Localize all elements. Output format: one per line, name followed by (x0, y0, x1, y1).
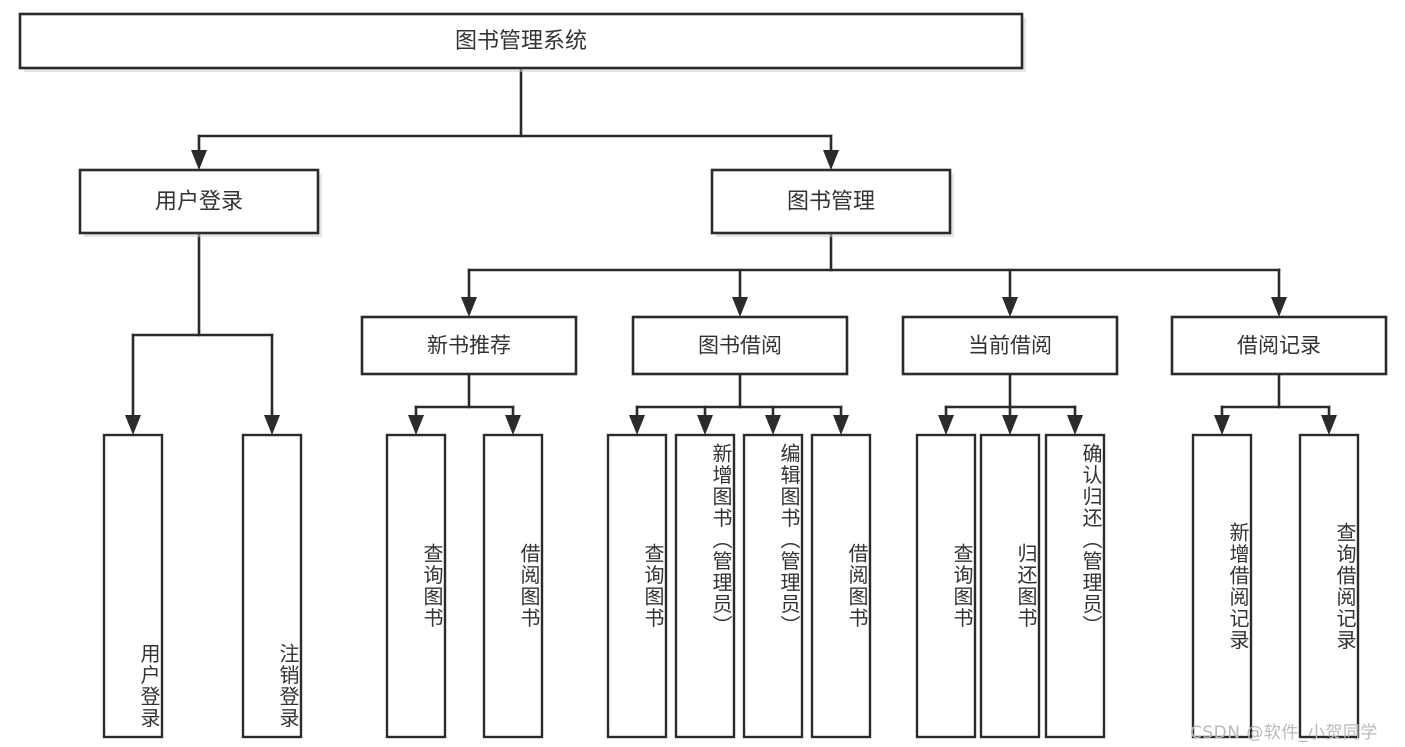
boxes-layer (18, 12, 1388, 739)
node-current-borrow-label: 当前借阅 (968, 334, 1052, 358)
arrow-leaf-borrow-record-0 (1214, 415, 1230, 435)
arrow-leaf-borrow-record-1 (1321, 415, 1337, 435)
node-current-borrow[interactable] (901, 315, 1119, 376)
connectors-layer (125, 66, 1337, 435)
leaf-query-book-box[interactable] (915, 433, 977, 739)
csdn-watermark: CSDN @软件_小贺同学 (1190, 723, 1378, 743)
node-new-book-recommend[interactable] (360, 315, 578, 376)
leaf-return-book-box[interactable] (979, 433, 1041, 739)
root-node-label: 图书管理系统 (455, 29, 587, 54)
node-borrow-record[interactable] (1170, 315, 1388, 376)
node-new-book-recommend-label: 新书推荐 (427, 334, 511, 358)
arrow-user-login-leaf-0 (125, 415, 141, 435)
arrow-leaf-current-borrow-1 (1002, 415, 1018, 435)
root-node[interactable] (18, 12, 1024, 70)
leaf-query-book-box[interactable] (606, 433, 668, 739)
leaf-add-borrow-record-box[interactable] (1191, 433, 1253, 739)
leaf-borrow-book-box[interactable] (482, 433, 544, 739)
leaf-confirm-return-admin-box[interactable] (1044, 433, 1106, 739)
arrow-level2-0 (461, 297, 477, 317)
arrow-leaf-current-borrow-2 (1067, 415, 1083, 435)
arrow-level2-2 (1002, 297, 1018, 317)
leaf-borrow-book-box[interactable] (810, 433, 872, 739)
arrow-level2-1 (732, 297, 748, 317)
arrow-level2-3 (1271, 297, 1287, 317)
arrow-leaf-current-borrow-0 (938, 415, 954, 435)
arrow-leaf-new-book-0 (408, 415, 424, 435)
leaf-query-book-box[interactable] (385, 433, 447, 739)
arrow-leaf-book-borrow-3 (833, 415, 849, 435)
arrow-leaf-book-borrow-1 (697, 415, 713, 435)
node-book-management[interactable] (710, 168, 952, 235)
node-book-management-label: 图书管理 (787, 190, 875, 215)
leaf-query-borrow-record-box[interactable] (1298, 433, 1360, 739)
arrow-leaf-book-borrow-0 (629, 415, 645, 435)
leaf-edit-book-admin-box[interactable] (742, 433, 804, 739)
node-borrow-record-label: 借阅记录 (1237, 334, 1321, 358)
node-user-login-label: 用户登录 (155, 190, 243, 215)
node-book-borrow-label: 图书借阅 (698, 334, 782, 358)
leaf-user-login-box[interactable] (102, 433, 164, 739)
arrow-leaf-new-book-1 (505, 415, 521, 435)
arrow-leaf-book-borrow-2 (765, 415, 781, 435)
node-user-login[interactable] (78, 168, 320, 235)
leaf-user-logout-box[interactable] (241, 433, 303, 739)
leaf-add-book-admin-box[interactable] (674, 433, 736, 739)
arrow-level1-0 (191, 150, 207, 170)
arrow-level1-1 (823, 150, 839, 170)
node-book-borrow[interactable] (631, 315, 849, 376)
arrow-user-login-leaf-1 (264, 415, 280, 435)
